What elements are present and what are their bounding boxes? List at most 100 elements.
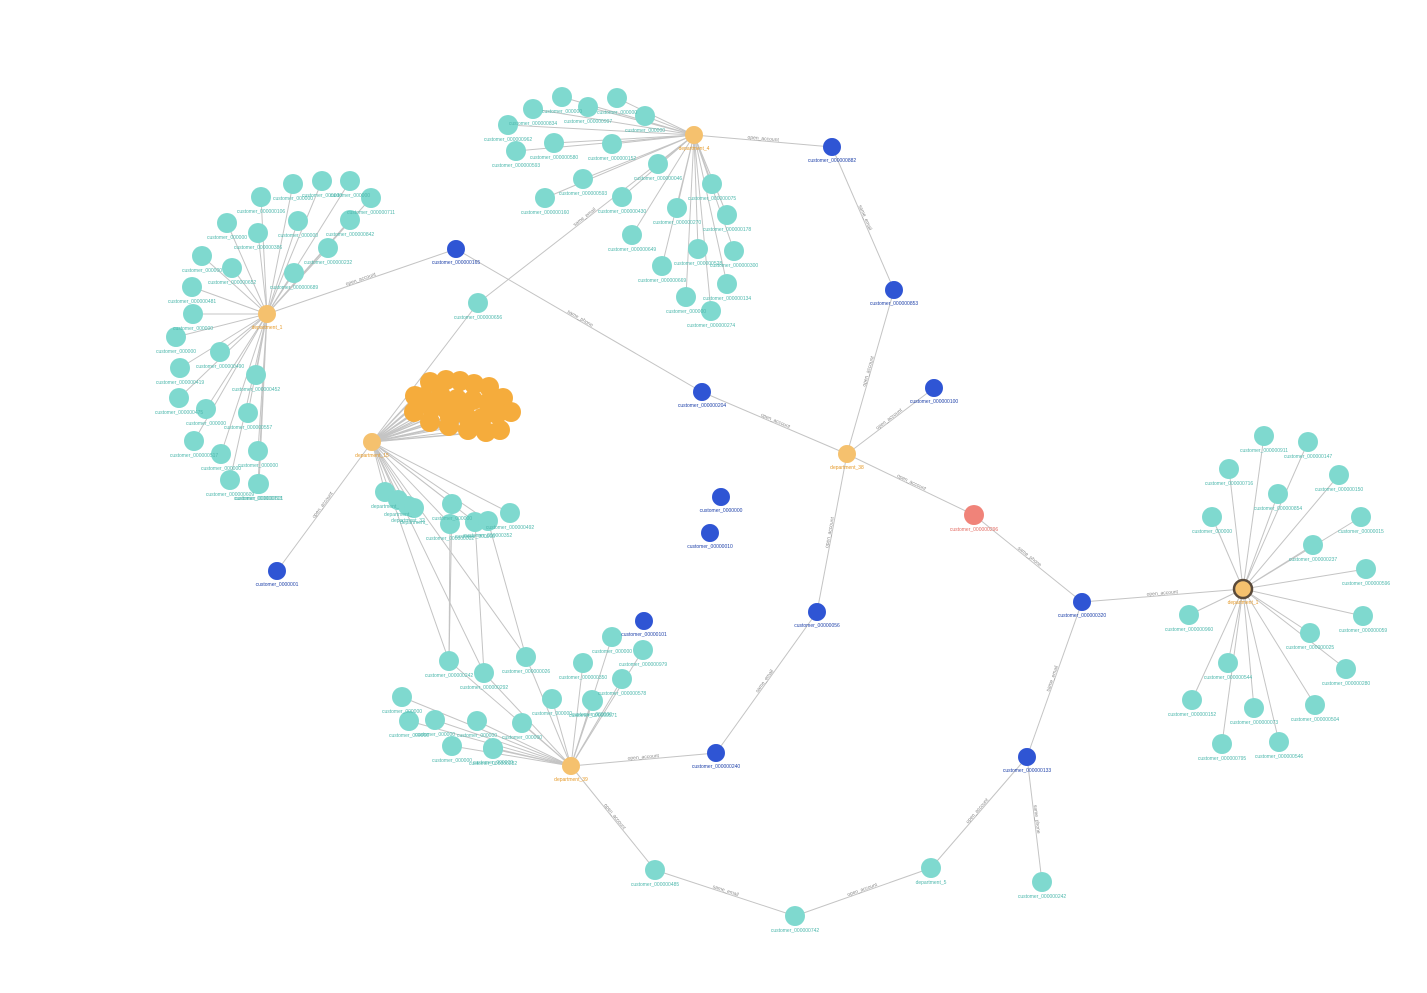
customer-000000-node[interactable] — [283, 174, 303, 194]
customer-000000490-node[interactable] — [210, 342, 230, 362]
customer-000000854-node[interactable] — [1268, 484, 1288, 504]
customer-000000150-node[interactable] — [1329, 465, 1349, 485]
customer-000000134-node[interactable] — [717, 274, 737, 294]
customer-000000204-node[interactable] — [693, 383, 711, 401]
customer-000000-node[interactable] — [166, 327, 186, 347]
customer-000000742-node[interactable] — [785, 906, 805, 926]
customer-0000000-node[interactable] — [712, 488, 730, 506]
department-node[interactable] — [464, 374, 484, 394]
customer-000000242-node[interactable] — [1032, 872, 1052, 892]
relation-edge[interactable] — [846, 387, 935, 455]
customer-000000430-node[interactable] — [612, 187, 632, 207]
customer-000000-node[interactable] — [467, 711, 487, 731]
relation-edge[interactable] — [846, 453, 975, 516]
relation-edge[interactable] — [816, 453, 848, 613]
customer-000000979-node[interactable] — [633, 640, 653, 660]
customer-000000-node[interactable] — [217, 213, 237, 233]
customer-000000232-node[interactable] — [318, 238, 338, 258]
customer-000000-node[interactable] — [602, 627, 622, 647]
customer-000000-node[interactable] — [211, 444, 231, 464]
customer-000000282-node[interactable] — [483, 739, 503, 759]
relation-edge[interactable] — [715, 611, 818, 754]
customer-000000-node[interactable] — [442, 494, 462, 514]
department--node[interactable] — [404, 498, 424, 518]
relation-edge[interactable] — [455, 248, 703, 393]
customer-00000015-node[interactable] — [1351, 507, 1371, 527]
relation-edge[interactable] — [570, 765, 656, 871]
customer-000000350-node[interactable] — [573, 653, 593, 673]
customer-000000834-node[interactable] — [523, 99, 543, 119]
customer-000000801-node[interactable] — [249, 474, 269, 494]
customer-000000528-node[interactable] — [688, 239, 708, 259]
relation-edge[interactable] — [831, 146, 895, 291]
department-node[interactable] — [404, 402, 424, 422]
customer-000000-node[interactable] — [183, 304, 203, 324]
customer-0000001-node[interactable] — [268, 562, 286, 580]
department-node[interactable] — [487, 404, 507, 424]
department-39-node[interactable] — [562, 757, 580, 775]
customer-000000571-node[interactable] — [583, 691, 603, 711]
relation-edge[interactable] — [570, 752, 717, 767]
customer-00000056-node[interactable] — [808, 603, 826, 621]
customer-000000-node[interactable] — [288, 211, 308, 231]
customer-000000419-node[interactable] — [170, 358, 190, 378]
customer-000000-node[interactable] — [542, 689, 562, 709]
relation-edge[interactable] — [654, 869, 796, 917]
customer-000000557-node[interactable] — [238, 403, 258, 423]
department-node[interactable] — [440, 408, 460, 428]
customer-000000-node[interactable] — [340, 171, 360, 191]
customer-000000270-node[interactable] — [667, 198, 687, 218]
customer-000000-node[interactable] — [392, 687, 412, 707]
customer-000000-node[interactable] — [442, 736, 462, 756]
customer-000000-node[interactable] — [635, 106, 655, 126]
customer-000000-node[interactable] — [552, 87, 572, 107]
relation-edge[interactable] — [794, 867, 932, 917]
customer-000000-node[interactable] — [312, 171, 332, 191]
customer-000000882-node[interactable] — [823, 138, 841, 156]
customer-000000-node[interactable] — [1202, 507, 1222, 527]
customer-000000911-node[interactable] — [1254, 426, 1274, 446]
customer-000000689-node[interactable] — [284, 263, 304, 283]
customer-000000240-node[interactable] — [707, 744, 725, 762]
customer-000000517-node[interactable] — [184, 431, 204, 451]
customer-000000292-node[interactable] — [474, 663, 494, 683]
customer-000000853-node[interactable] — [885, 281, 903, 299]
customer-000000452-node[interactable] — [246, 365, 266, 385]
relation-edge[interactable] — [1026, 601, 1083, 758]
customer-000000147-node[interactable] — [1298, 432, 1318, 452]
department-38-node[interactable] — [838, 445, 856, 463]
customer-000000075-node[interactable] — [702, 174, 722, 194]
customer-000000481-node[interactable] — [182, 277, 202, 297]
department-5-node[interactable] — [921, 858, 941, 878]
customer-000000711-node[interactable] — [361, 188, 381, 208]
customer-000000133-node[interactable] — [1018, 748, 1036, 766]
customer-000000274-node[interactable] — [701, 301, 721, 321]
customer-000000-node[interactable] — [192, 246, 212, 266]
customer-000000160-node[interactable] — [535, 188, 555, 208]
department-node[interactable] — [430, 375, 450, 395]
customer-000000593-node[interactable] — [573, 169, 593, 189]
customer-000000-node[interactable] — [512, 713, 532, 733]
customer-000000475-node[interactable] — [169, 388, 189, 408]
customer-000000504-node[interactable] — [1305, 695, 1325, 715]
customer-000000-node[interactable] — [676, 287, 696, 307]
customer-000000-node[interactable] — [248, 441, 268, 461]
customer-000000025-node[interactable] — [1300, 623, 1320, 643]
customer-000000795-node[interactable] — [1212, 734, 1232, 754]
customer-000000352-node[interactable] — [478, 511, 498, 531]
customer-000000544-node[interactable] — [1218, 653, 1238, 673]
customer-000000165-node[interactable] — [447, 240, 465, 258]
customer-000000-node[interactable] — [196, 399, 216, 419]
customer-000000296-node[interactable] — [964, 505, 984, 525]
customer-000000593-node[interactable] — [506, 141, 526, 161]
relation-edge[interactable] — [701, 391, 848, 455]
customer-000000152-node[interactable] — [602, 134, 622, 154]
customer-000000059-node[interactable] — [1353, 606, 1373, 626]
customer-000000152-node[interactable] — [1182, 690, 1202, 710]
customer-000000178-node[interactable] — [717, 205, 737, 225]
relation-edge[interactable] — [1026, 756, 1043, 883]
relation-edge[interactable] — [276, 441, 373, 572]
customer-000000073-node[interactable] — [1244, 698, 1264, 718]
customer-00000101-node[interactable] — [635, 612, 653, 630]
